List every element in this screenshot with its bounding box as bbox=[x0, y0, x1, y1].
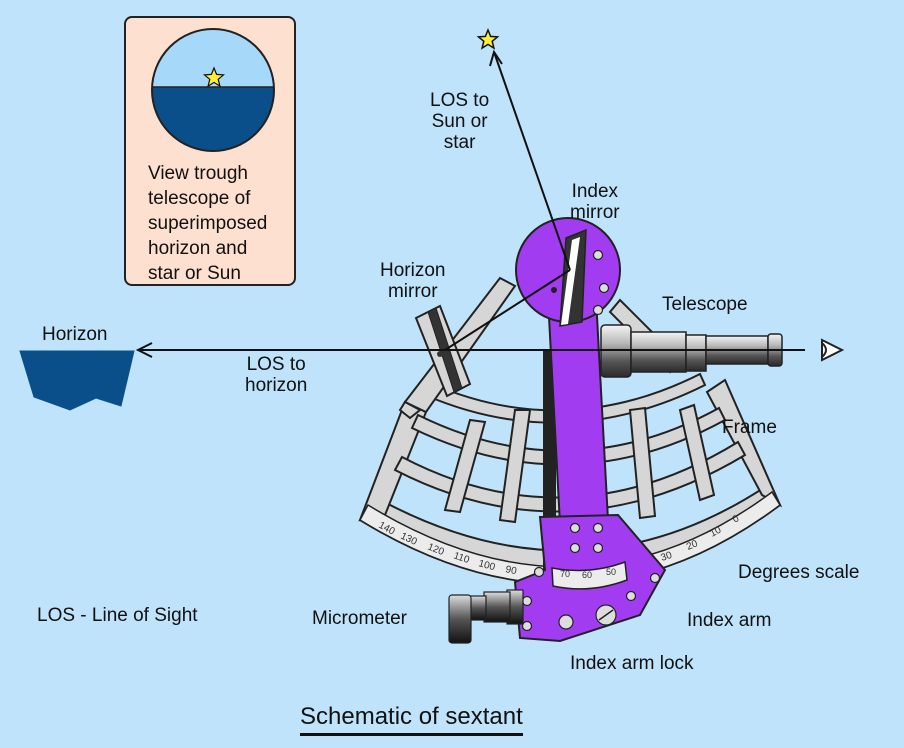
vernier-labels: 70 60 50 bbox=[560, 567, 616, 580]
label-telescope: Telescope bbox=[662, 294, 748, 315]
vernier-tick-label: 60 bbox=[582, 570, 592, 580]
scale-tick-label: 10 bbox=[708, 525, 723, 540]
star-icon bbox=[476, 28, 500, 50]
scale-tick-label: 30 bbox=[660, 550, 674, 564]
index-arm bbox=[513, 217, 667, 643]
eye-icon bbox=[821, 338, 845, 362]
telescope-view-circle bbox=[151, 28, 275, 152]
vernier-plate bbox=[551, 560, 628, 590]
label-horizon: Horizon bbox=[42, 324, 108, 345]
label-index-mirror: Index mirror bbox=[570, 181, 620, 223]
vernier-tick-label: 70 bbox=[560, 569, 570, 579]
arm-screws bbox=[521, 522, 661, 632]
label-micrometer: Micrometer bbox=[312, 608, 408, 629]
inset-star-icon bbox=[202, 66, 226, 88]
diagram-caption: Schematic of sextant bbox=[300, 703, 523, 736]
scale-tick-label: 90 bbox=[504, 564, 518, 577]
scale-tick-label: 110 bbox=[452, 550, 471, 566]
label-los-sun: LOS to Sun or star bbox=[430, 90, 490, 153]
scale-tick-label: 100 bbox=[477, 558, 496, 573]
horizon-water bbox=[19, 350, 135, 411]
degrees-scale-strip bbox=[359, 490, 781, 585]
label-horizon-mirror: Horizon mirror bbox=[380, 260, 446, 302]
micrometer bbox=[448, 589, 524, 644]
vernier-tick-label: 50 bbox=[606, 567, 616, 577]
label-los-horizon: LOS to horizon bbox=[245, 354, 308, 396]
scale-tick-label: 20 bbox=[685, 538, 700, 553]
label-index-arm: Index arm bbox=[687, 610, 772, 631]
label-degrees-scale: Degrees scale bbox=[738, 562, 860, 583]
telescope-view-inset: View trough telescope of superimposed ho… bbox=[124, 16, 296, 286]
label-los-legend: LOS - Line of Sight bbox=[37, 605, 198, 626]
scale-tick-label: 0 bbox=[731, 513, 742, 526]
inset-caption: View trough telescope of superimposed ho… bbox=[148, 163, 268, 284]
label-frame: Frame bbox=[722, 417, 777, 438]
index-mirror bbox=[551, 228, 610, 327]
label-index-arm-lock: Index arm lock bbox=[570, 653, 694, 674]
los-lines bbox=[135, 49, 805, 358]
